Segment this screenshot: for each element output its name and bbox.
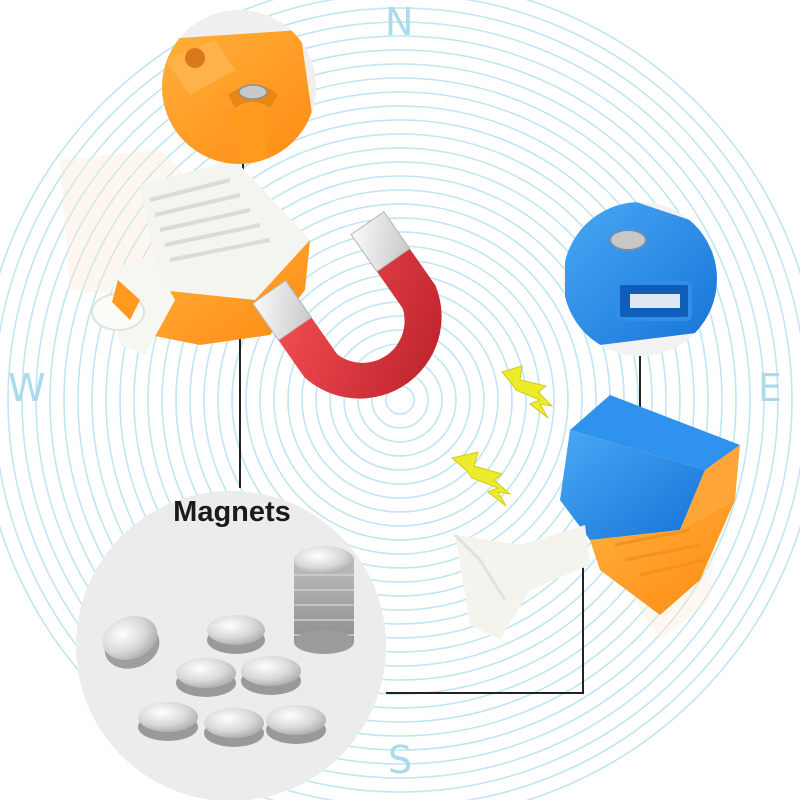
magnet-disc-stack (294, 546, 354, 654)
compass-north-label: N (385, 0, 414, 44)
ring (147, 147, 653, 653)
ring (35, 35, 765, 765)
ring (21, 21, 779, 779)
compass-east-label: E (758, 366, 783, 410)
ring (315, 315, 485, 485)
magnet-discs (102, 615, 326, 747)
magnets-detail (76, 491, 386, 800)
ring (133, 133, 667, 667)
ring (77, 77, 723, 723)
ring (49, 49, 751, 751)
ring (63, 63, 737, 737)
ring (217, 217, 583, 583)
compass-west-label: W (8, 366, 46, 410)
blue-cube-piece (453, 395, 740, 640)
ring (273, 273, 527, 527)
ring (203, 203, 597, 597)
ring (161, 161, 639, 639)
horseshoe-magnet-icon (252, 211, 442, 399)
compass-south-label: S (388, 738, 413, 782)
lightning-spark-icon (450, 365, 554, 507)
ring (329, 329, 471, 471)
ring (7, 7, 793, 793)
ring (119, 119, 681, 681)
blue-piece-magnet-detail (563, 202, 717, 356)
ring (91, 91, 709, 709)
ring (175, 175, 625, 625)
magnets-label: Magnets (173, 496, 291, 528)
ring (231, 231, 569, 569)
orange-piece-magnet-detail (162, 10, 316, 164)
orange-cube-piece (60, 150, 310, 355)
